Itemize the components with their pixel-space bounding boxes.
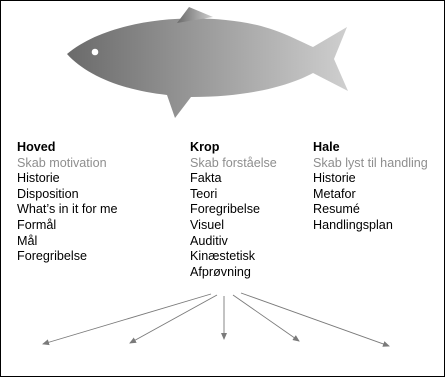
column-subtitle: Skab lyst til handling [313, 156, 428, 172]
list-item: Kinæstetisk [190, 249, 277, 265]
list-item: Formål [17, 218, 118, 234]
arrow-2 [130, 295, 217, 343]
list-item: Disposition [17, 187, 118, 203]
column-subtitle: Skab forståelse [190, 156, 277, 172]
column-heading: Krop [190, 140, 277, 156]
big-fish-eye [92, 49, 99, 56]
list-item: Metafor [313, 187, 428, 203]
list-item: Historie [17, 171, 118, 187]
list-item: Fakta [190, 171, 277, 187]
big-fish-icon [67, 7, 348, 118]
list-item: Handlingsplan [313, 218, 428, 234]
column-hale: Hale Skab lyst til handling Historie Met… [313, 140, 428, 234]
column-subtitle: Skab motivation [17, 156, 118, 172]
list-item: Auditiv [190, 234, 277, 250]
list-item: Foregribelse [17, 249, 118, 265]
list-item: Afprøvning [190, 265, 277, 281]
list-item: Resumé [313, 202, 428, 218]
column-krop: Krop Skab forståelse Fakta Teori Foregri… [190, 140, 277, 280]
arrow-5 [241, 293, 389, 346]
list-item: Teori [190, 187, 277, 203]
list-item: Historie [313, 171, 428, 187]
list-item: Foregribelse [190, 202, 277, 218]
column-hoved: Hoved Skab motivation Historie Dispositi… [17, 140, 118, 265]
list-item: Mål [17, 234, 118, 250]
list-item: What’s in it for me [17, 202, 118, 218]
column-heading: Hale [313, 140, 428, 156]
column-heading: Hoved [17, 140, 118, 156]
list-item: Visuel [190, 218, 277, 234]
arrow-1 [43, 294, 211, 344]
arrows [43, 293, 389, 346]
